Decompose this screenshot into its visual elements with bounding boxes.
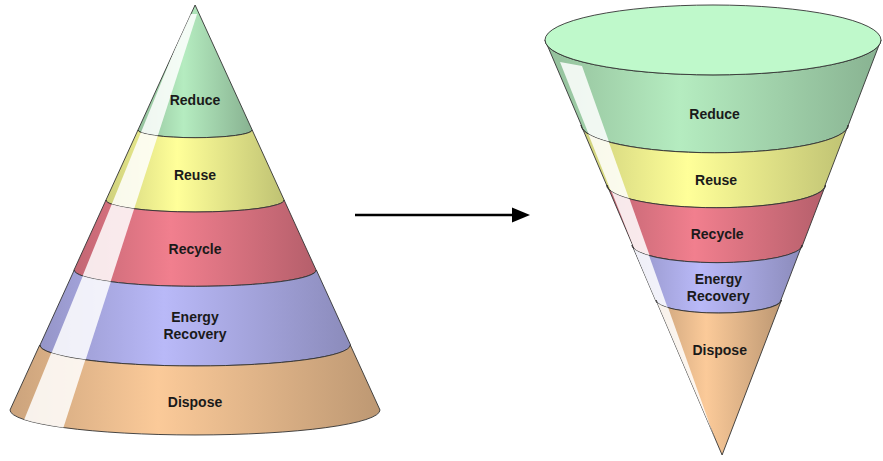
cone-top-face [545, 5, 881, 75]
band-shape [8, 343, 382, 437]
band-label: Reuse [140, 167, 250, 184]
band-shape [543, 3, 883, 155]
transition-arrow-head [512, 208, 530, 223]
band-label: Reduce [660, 106, 770, 123]
hierarchy-band: Reduce [543, 3, 883, 155]
highlight-streak [24, 14, 197, 432]
hierarchy-band: Reduce [136, 3, 254, 140]
highlight-streak [560, 62, 718, 450]
band-label: Reduce [140, 92, 250, 109]
band-shape [654, 298, 783, 457]
hierarchy-band: Reuse [104, 128, 286, 214]
hierarchy-band: Dispose [8, 343, 382, 437]
band-shape [136, 3, 254, 140]
band-label: Energy Recovery [668, 271, 768, 305]
band-label: Recycle [662, 226, 772, 243]
band-label: Energy Recovery [145, 309, 245, 343]
hierarchy-band: Recycle [72, 198, 318, 288]
hierarchy-band: Dispose [654, 298, 783, 457]
highlight-streak [560, 62, 718, 450]
band-label: Reuse [661, 172, 771, 189]
band-label: Dispose [140, 394, 250, 411]
band-fill [656, 300, 781, 455]
transition-arrow-shaft [355, 214, 514, 217]
band-label: Dispose [665, 342, 775, 359]
hierarchy-band: Energy Recovery [38, 268, 353, 368]
highlight-streak [560, 62, 718, 450]
band-label: Recycle [140, 241, 250, 258]
